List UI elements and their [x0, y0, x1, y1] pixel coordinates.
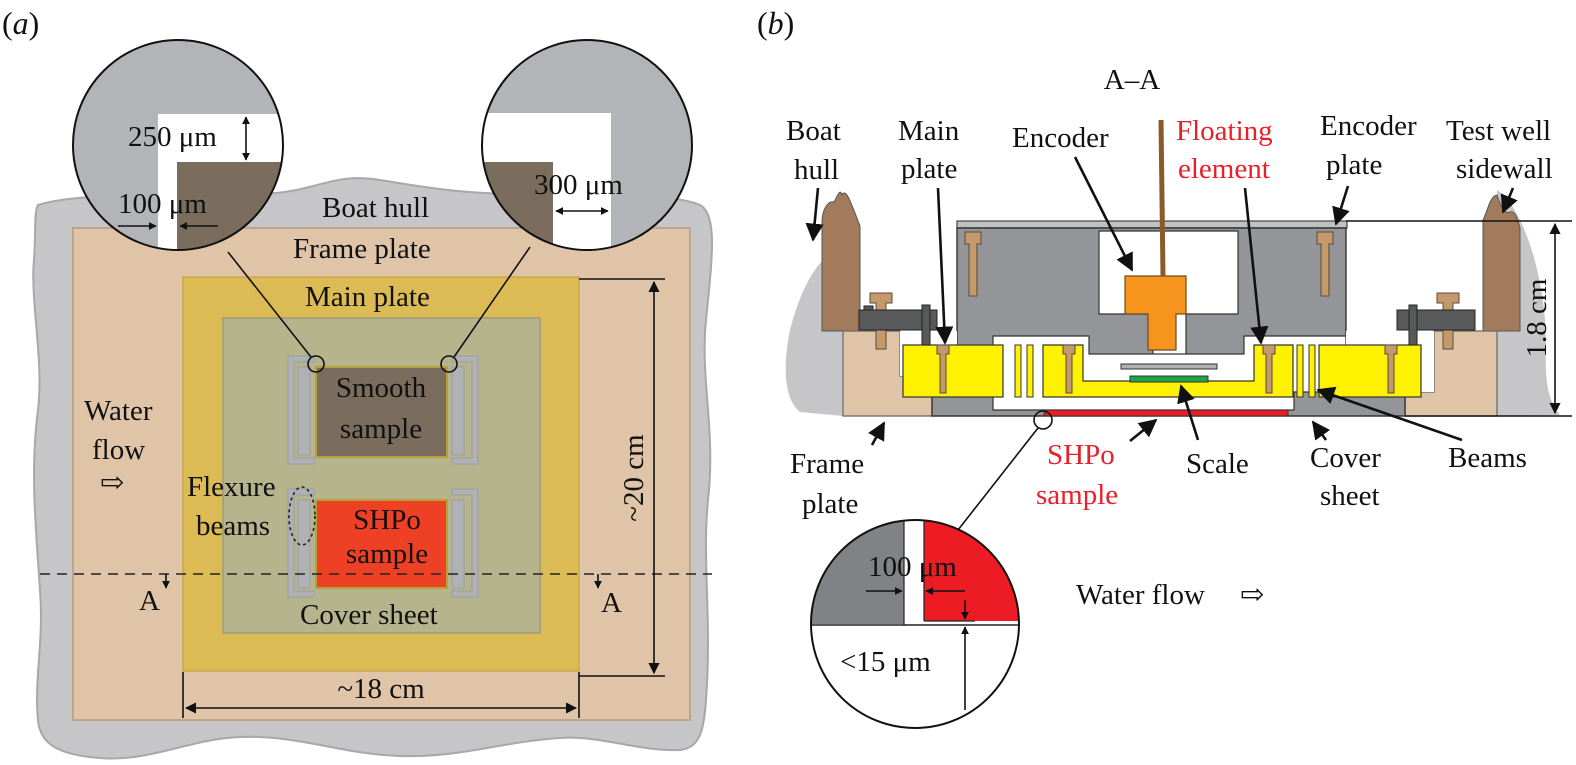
- label-main-plate: Main plate: [305, 281, 430, 313]
- label-b-cover-sheet-2: sheet: [1320, 480, 1380, 512]
- section-title: A–A: [1104, 64, 1160, 96]
- label-b-test-well-2: sidewall: [1456, 153, 1553, 185]
- label-b-boat-hull-1: Boat: [786, 115, 841, 147]
- leader-main-plate: [935, 187, 954, 345]
- leader-scale: [1177, 384, 1200, 441]
- flow-arrow-icon: ⇨: [100, 467, 124, 499]
- label-water-flow-2: flow: [92, 434, 145, 466]
- label-b-main-plate-1: Main: [898, 115, 960, 147]
- beam: [1296, 344, 1304, 398]
- leader-cover-sheet: [1311, 420, 1330, 441]
- detail-marker-left: [307, 355, 325, 373]
- detail-marker-b: [1033, 410, 1053, 430]
- label-smooth-sample-2: sample: [340, 413, 422, 445]
- label-shpo-sample-2: sample: [346, 538, 428, 570]
- label-b-main-plate-2: plate: [901, 153, 957, 185]
- dim-height-label: ~20 cm: [618, 434, 650, 522]
- label-b-frame-plate-1: Frame: [790, 448, 864, 480]
- detail-circle-b: 100 μm <15 μm: [810, 519, 1020, 729]
- label-b-frame-plate-2: plate: [802, 488, 858, 520]
- label-frame-plate: Frame plate: [293, 233, 431, 265]
- boat-hull-brown-left: [821, 191, 861, 332]
- label-shpo-sample-1: SHPo: [353, 504, 421, 536]
- detail-b-step-vertical: <15 μm: [840, 646, 931, 678]
- label-water-flow-1: Water: [84, 395, 153, 427]
- label-b-encoder: Encoder: [1012, 122, 1109, 154]
- leader-frame-plate: [868, 421, 886, 446]
- panel-a: (a) Boat hull Frame plate Main plate Cov…: [2, 5, 713, 760]
- shpo-sample-b: [1043, 409, 1289, 417]
- main-plate-right: [1318, 344, 1422, 398]
- detail-leader-left: [227, 251, 312, 358]
- label-b-scale: Scale: [1186, 448, 1249, 480]
- label-b-water-flow: Water flow: [1076, 579, 1205, 611]
- label-b-cover-sheet-1: Cover: [1310, 442, 1381, 474]
- leader-beams: [1316, 386, 1463, 442]
- encoder-head: [1120, 363, 1218, 370]
- leader-encoder: [1073, 156, 1134, 272]
- panel-b-tag: (b): [757, 5, 794, 41]
- label-boat-hull: Boat hull: [322, 192, 429, 224]
- label-b-encoder-plate-1: Encoder: [1320, 110, 1417, 142]
- label-flexure-beams-1: Flexure: [187, 471, 276, 503]
- detail-left-gap-horizontal: 100 μm: [118, 188, 207, 220]
- flow-arrow-b-icon: ⇨: [1240, 579, 1264, 611]
- leader-test-well: [1500, 187, 1518, 214]
- beam: [1014, 344, 1022, 398]
- dim-b-height-label: 1.8 cm: [1521, 278, 1553, 357]
- label-section-left: A: [139, 585, 160, 617]
- label-smooth-sample-1: Smooth: [336, 372, 427, 404]
- scale: [1129, 375, 1209, 383]
- leader-encoder-plate: [1332, 185, 1350, 226]
- encoder-plate: [956, 220, 1348, 229]
- leader-floating-element: [1243, 187, 1269, 345]
- detail-b-gap-horizontal: 100 μm: [868, 551, 957, 583]
- label-cover-sheet: Cover sheet: [300, 599, 438, 631]
- label-b-test-well-1: Test well: [1446, 115, 1551, 147]
- detail-marker-right: [440, 355, 458, 373]
- detail-left-gap-vertical: 250 μm: [128, 121, 217, 153]
- panel-a-tag: (a): [2, 5, 39, 41]
- label-flexure-beams-2: beams: [196, 510, 270, 542]
- flexure-highlight: [288, 486, 316, 546]
- floating-element: [1042, 344, 1294, 398]
- label-b-boat-hull-2: hull: [794, 154, 839, 186]
- smooth-sample: [315, 366, 448, 458]
- label-b-shpo-sample-1: SHPo: [1047, 439, 1115, 471]
- label-section-right: A: [601, 587, 622, 619]
- encoder-cable: [1158, 119, 1166, 277]
- clamps: [858, 304, 1476, 346]
- dim-width-label: ~18 cm: [337, 673, 425, 705]
- encoder: [1124, 275, 1187, 351]
- beam: [1026, 344, 1034, 398]
- label-b-floating-element-2: element: [1178, 153, 1270, 185]
- leader-boat-hull: [805, 187, 824, 242]
- label-b-floating-element-1: Floating: [1176, 115, 1273, 147]
- label-b-shpo-sample-2: sample: [1036, 479, 1118, 511]
- detail-leader-right: [453, 246, 531, 358]
- beam: [1308, 344, 1316, 398]
- label-b-encoder-plate-2: plate: [1326, 149, 1382, 181]
- test-well-sidewall: [1482, 194, 1521, 332]
- leader-shpo-sample: [1129, 418, 1158, 443]
- label-b-beams: Beams: [1448, 442, 1527, 474]
- detail-leader-b: [957, 427, 1039, 531]
- detail-right-gap-horizontal: 300 μm: [534, 169, 623, 201]
- panel-b: (b) A–A: [757, 5, 1572, 729]
- main-plate-left: [902, 344, 1004, 398]
